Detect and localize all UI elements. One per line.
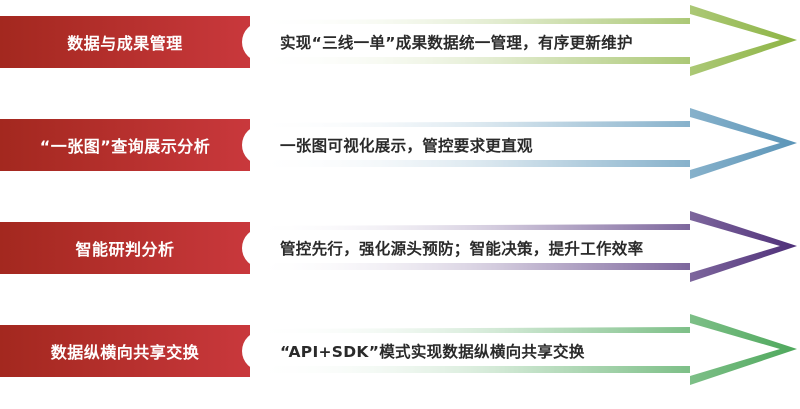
arrow-data-sharing <box>0 314 797 385</box>
row-data-management: 数据与成果管理 实现“三线一单”成果数据统一管理，有序更新维护 <box>0 0 800 100</box>
description-data-management: 实现“三线一单”成果数据统一管理，有序更新维护 <box>280 34 633 52</box>
description-data-sharing: “API+SDK”模式实现数据纵横向共享交换 <box>280 343 585 361</box>
row-one-map: “一张图”查询展示分析 一张图可视化展示，管控要求更直观 <box>0 103 800 203</box>
label-one-map: “一张图”查询展示分析 <box>39 137 211 156</box>
row-data-sharing: 数据纵横向共享交换 “API+SDK”模式实现数据纵横向共享交换 <box>0 309 800 409</box>
label-data-management: 数据与成果管理 <box>67 34 183 53</box>
label-intelligent-analysis: 智能研判分析 <box>75 240 175 259</box>
arrow-data-management <box>0 5 797 76</box>
arrow-one-map <box>0 108 797 179</box>
label-data-sharing: 数据纵横向共享交换 <box>50 343 200 362</box>
arrow-intelligent-analysis <box>0 211 797 282</box>
description-intelligent-analysis: 管控先行，强化源头预防；智能决策，提升工作效率 <box>280 240 644 258</box>
row-intelligent-analysis: 智能研判分析 管控先行，强化源头预防；智能决策，提升工作效率 <box>0 206 800 306</box>
description-one-map: 一张图可视化展示，管控要求更直观 <box>280 137 533 155</box>
